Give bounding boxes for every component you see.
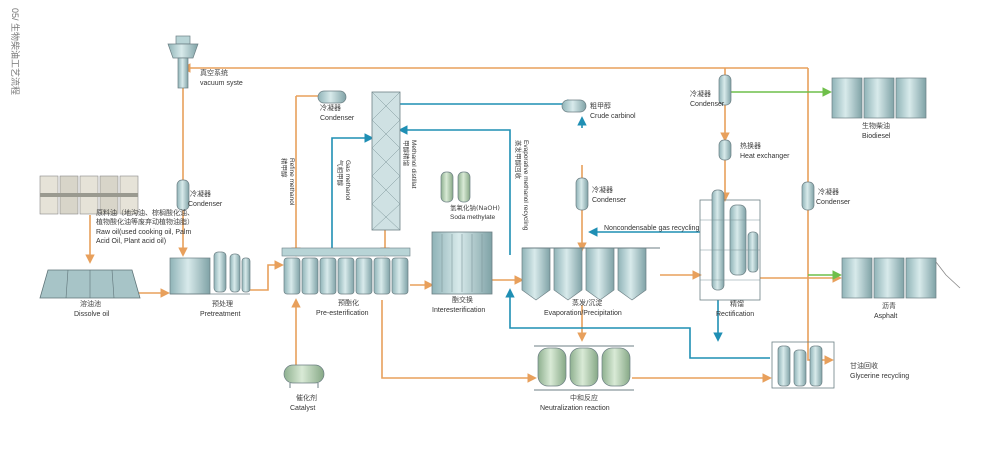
evap-methanol-label-cn: 蒸发甲醇回收: [514, 140, 523, 180]
evap-label-en: Evaporation/Precipitation: [544, 310, 622, 317]
pretreatment-tanks: [169, 251, 251, 295]
soda-label-en: Soda methylate: [450, 214, 496, 221]
asphalt-label-cn: 沥青: [882, 301, 896, 310]
far-right-condenser: [801, 181, 815, 211]
middle-condenser-label-cn: 冷凝器: [592, 185, 613, 194]
catalyst-label-cn: 催化剂: [296, 393, 317, 402]
labels: 真空系统 vacuum syste 冷凝器 Condenser 粗甲醇 Crud…: [74, 68, 909, 412]
catalyst-label-en: Catalyst: [290, 405, 315, 412]
right-condenser-label-cn: 冷凝器: [690, 89, 711, 98]
crude-carbinol-label-en: Crude carbinol: [590, 113, 636, 120]
rect-label-en: Rectification: [716, 311, 754, 318]
catalyst-tank: [283, 364, 325, 388]
far-right-condenser-label-en: Condenser: [816, 199, 851, 206]
refine-methanol-label-en: Refine methanol: [288, 158, 295, 206]
biodiesel-label-en: Biodiesel: [862, 133, 891, 140]
left-condenser-label-en: Condenser: [188, 201, 223, 208]
right-condenser: [718, 74, 732, 106]
blue-pipes: [331, 99, 770, 359]
preester-label-cn: 预酯化: [338, 298, 359, 307]
vacuum-label-cn: 真空系统: [200, 68, 228, 77]
top-condenser-label-en: Condenser: [320, 115, 355, 122]
evap-methanol-label-en: Evaporative methanol recycling: [522, 140, 529, 231]
crude-carbinol-label-cn: 粗甲醇: [590, 101, 611, 110]
vacuum-system-unit: [167, 35, 199, 89]
methanol-distillation-label-cn: 甲醇精馏: [402, 140, 411, 167]
dissolve-label-en: Dissolve oil: [74, 311, 110, 318]
middle-condenser-label-en: Condenser: [592, 197, 627, 204]
biodiesel-label-cn: 生物柴油: [862, 121, 890, 130]
methanol-distillation-label-en: Methanol distillat: [410, 140, 417, 189]
vacuum-label-en: vacuum syste: [200, 80, 243, 87]
top-condenser: [317, 90, 347, 104]
soda-methylate-tanks: [440, 171, 471, 203]
noncondensable-label: Noncondensable gas recycling: [604, 225, 699, 232]
asphalt-tanks: [841, 257, 961, 299]
heat-exchanger-label-cn: 热换器: [740, 141, 761, 150]
right-condenser-label-en: Condenser: [690, 101, 725, 108]
pre-esterification-reactors: [281, 247, 411, 295]
left-condenser: [176, 179, 190, 211]
glycerine-label-cn: 甘油回收: [850, 361, 878, 370]
interester-label-en: Interesterification: [432, 307, 485, 314]
interester-label-cn: 酯交换: [452, 295, 473, 304]
glycerine-recycling-unit: [771, 341, 835, 389]
crude-carbinol-tank: [561, 99, 587, 113]
evaporation-tanks: [521, 247, 660, 301]
dissolve-label-cn: 溶油池: [80, 299, 101, 308]
top-condenser-label-cn: 冷凝器: [320, 103, 341, 112]
raw-oil-label-en-2: Acid Oil, Plant acid oil): [96, 238, 166, 245]
neutral-label-en: Neutralization reaction: [540, 405, 610, 412]
preester-label-en: Pre-esterification: [316, 310, 369, 317]
methanol-distillation-column: [371, 91, 401, 231]
soda-label-cn: 氢氧化钠(NaOH): [450, 203, 500, 212]
heat-exchanger-label-en: Heat exchanger: [740, 153, 790, 160]
rectification-unit: [699, 189, 761, 301]
glycerine-label-en: Glycerine recycling: [850, 373, 909, 380]
rect-label-cn: 精馏: [730, 299, 744, 308]
dissolve-oil-pool: [39, 269, 141, 299]
pretreat-label-en: Pretreatment: [200, 311, 241, 318]
raw-oil-drums: [39, 175, 139, 215]
interesterification-unit: [431, 231, 493, 295]
gas-methanol-label-cn: 气相甲醇: [336, 160, 345, 187]
gas-methanol-label-en: Gas methanol: [344, 160, 351, 201]
middle-condenser: [575, 177, 589, 211]
pretreat-label-cn: 预处理: [212, 299, 233, 308]
heat-exchanger: [718, 139, 732, 161]
side-label: 05/ 生物柴油工艺流程: [10, 8, 21, 95]
neutralization-reactors: [534, 345, 634, 391]
asphalt-label-en: Asphalt: [874, 313, 897, 320]
raw-oil-label-cn-1: 原料油（地沟油、棕榈酸化油、: [96, 208, 194, 217]
biodiesel-tanks: [831, 77, 927, 119]
raw-oil-label-en-1: Raw oil(used cooking oil, Palm: [96, 229, 191, 236]
evap-label-cn: 蒸发/沉淀: [572, 298, 602, 307]
neutral-label-cn: 中和反应: [570, 393, 598, 402]
refine-methanol-label-cn: 精甲醇: [280, 158, 289, 178]
far-right-condenser-label-cn: 冷凝器: [818, 187, 839, 196]
raw-oil-label-cn-2: 植物酸化油等废弃动植物油脂）: [96, 217, 194, 226]
green-pipes: [725, 87, 842, 280]
left-condenser-label-cn: 冷凝器: [190, 189, 211, 198]
orange-pipes: [85, 56, 842, 383]
